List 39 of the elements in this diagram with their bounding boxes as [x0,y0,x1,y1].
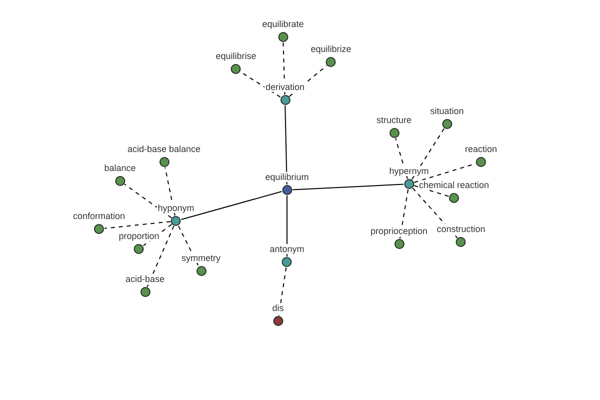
connector-line [180,190,282,220]
node-label: construction [436,224,486,234]
dashed-line [412,188,458,238]
node-label: proportion [118,231,160,241]
dashed-line [104,221,172,229]
node-label: acid-base balance [126,144,202,154]
node-label: antonym [268,244,306,254]
node-label: balance [103,163,137,173]
dashed-line [399,188,409,240]
node-label: acid-base [124,274,166,284]
node-label: derivation [264,82,306,92]
dashed-line [142,224,172,246]
dashed-line [178,225,200,267]
dashed-line [164,166,176,216]
node-label: proprioception [369,226,429,236]
node-label: hypernym [388,166,430,176]
dashed-line [240,71,281,98]
dashed-line [278,266,287,316]
node-label: equilibrize [310,44,352,54]
node-label: equilibrium [264,172,310,182]
node-label: symmetry [180,253,222,263]
connector-line [284,105,288,185]
node-label: chemical reaction [418,180,490,190]
dashed-line [414,185,450,197]
dashed-line [124,184,172,218]
node-label: situation [429,106,465,116]
dashed-line [414,163,476,183]
node-label: structure [376,115,412,125]
dashed-line [411,128,445,180]
node-label: conformation [72,211,126,221]
dashed-line [282,42,286,95]
node-label: equilibrate [261,19,305,29]
node-label: hyponym [156,203,196,213]
node-label: reaction [464,144,498,154]
dashed-line [395,138,408,180]
node-label: dis [271,303,285,313]
node-label: equilibrise [214,51,258,61]
connector-line [292,184,404,190]
dashed-line [146,226,174,288]
